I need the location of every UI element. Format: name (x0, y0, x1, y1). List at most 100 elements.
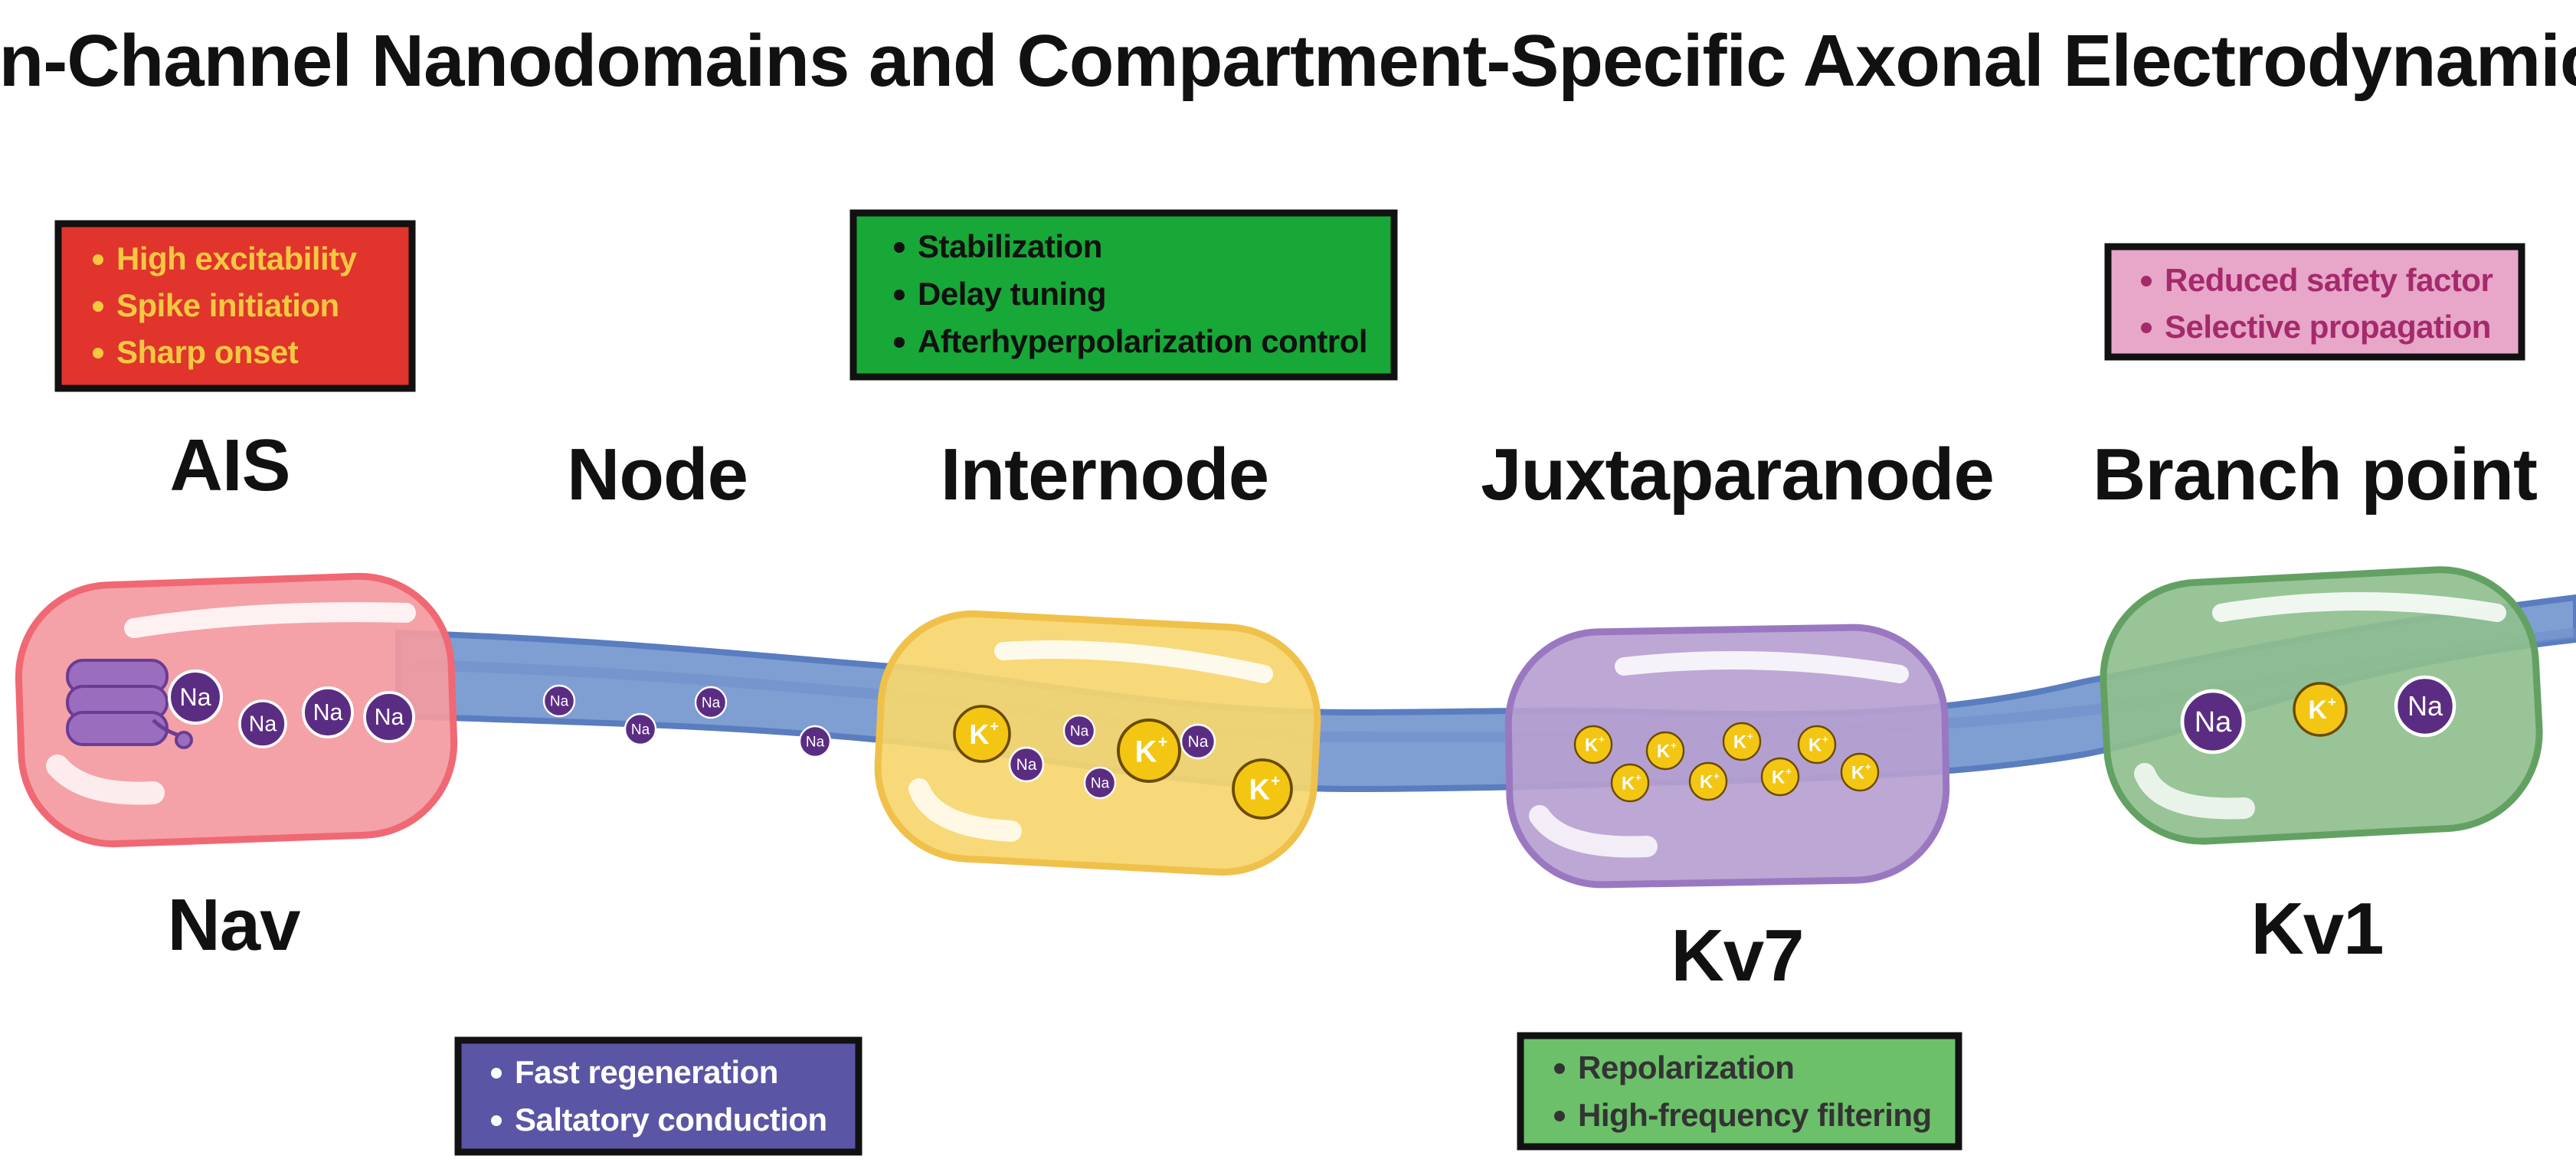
sodium-ion: Na (1008, 746, 1045, 783)
potassium-ion-label: K (1135, 735, 1157, 768)
potassium-ion-label: K (1657, 742, 1671, 762)
bullet-dot (93, 348, 103, 358)
sodium-ion-label: Na (1091, 775, 1110, 791)
juxtaparanode-highlight-lower (1529, 805, 1658, 858)
sodium-ion-label: Na (249, 712, 277, 737)
potassium-ion-charge: + (1714, 771, 1720, 782)
sodium-ion-label: Na (1188, 733, 1209, 751)
ais-capsule (15, 572, 458, 848)
channel-label-nav: Nav (167, 884, 300, 966)
callout-internode-item: Afterhyperpolarization control (918, 323, 1367, 359)
potassium-ion-label: K (1622, 774, 1635, 794)
bullet-dot (93, 301, 103, 312)
potassium-ion-label: K (969, 719, 989, 750)
callout-ais-item: High excitability (116, 241, 358, 277)
potassium-ion-label: K (1249, 774, 1270, 807)
potassium-ion-label: K (1585, 735, 1599, 756)
callout-node-item: Saltatory conduction (515, 1102, 827, 1138)
potassium-ion-label: K (1851, 763, 1865, 784)
ais-highlight-lower (46, 755, 165, 805)
bullet-dot (491, 1115, 502, 1126)
sodium-ion-label: Na (631, 722, 650, 738)
region-label-branch-point: Branch point (2093, 434, 2537, 516)
bullet-dot (2141, 276, 2152, 286)
potassium-ion-charge: + (1635, 772, 1642, 784)
internode-highlight (994, 640, 1273, 683)
sodium-ion-label: Na (2407, 690, 2443, 722)
internode-compartment (874, 610, 1321, 876)
potassium-ion: K+ (1645, 731, 1685, 771)
potassium-ion-label: K (1808, 735, 1822, 756)
channel-label-kv1: Kv1 (2250, 888, 2383, 970)
callout-branch-point-bg (2104, 243, 2525, 361)
sodium-ion: Na (1062, 714, 1096, 748)
potassium-ion-charge: + (990, 718, 999, 735)
sodium-ion-label: Na (1016, 756, 1037, 774)
branch-point-highlight-lower (2134, 763, 2255, 820)
callout-juxtaparanode-bg (1517, 1032, 1962, 1151)
potassium-ion-label: K (1700, 772, 1714, 793)
bullet-dot (1554, 1111, 1565, 1121)
potassium-ion-charge: + (2328, 694, 2336, 710)
sodium-ion: Na (167, 669, 224, 725)
diagram-title: Ion-Channel Nanodomains and Compartment-… (0, 20, 2576, 102)
juxtaparanode-compartment (1504, 624, 1950, 889)
bullet-dot (491, 1068, 502, 1079)
potassium-ion-charge: + (1822, 734, 1828, 745)
sodium-ion: Na (624, 712, 657, 746)
nav-channel-icon (66, 659, 193, 749)
bullet-dot (2141, 322, 2152, 333)
potassium-ion-charge: + (1158, 732, 1168, 751)
callout-juxtaparanode-item: High-frequency filtering (1578, 1097, 1932, 1133)
sodium-ion: Na (1180, 723, 1216, 760)
callout-internode-item: Delay tuning (918, 276, 1106, 312)
sodium-ion: Na (2180, 689, 2246, 755)
sodium-ion: Na (2394, 675, 2457, 738)
potassium-ion-label: K (1772, 768, 1786, 788)
potassium-ion: K+ (1573, 725, 1613, 764)
sodium-ion: Na (1083, 766, 1117, 800)
juxtaparanode-highlight (1615, 651, 1909, 683)
sodium-ion-label: Na (375, 704, 404, 730)
sodium-ion-label: Na (2195, 706, 2232, 738)
branch-point-highlight (2212, 592, 2506, 622)
callout-ais-item: Sharp onset (116, 334, 299, 370)
potassium-ion: K+ (1760, 757, 1800, 797)
region-label-ais: AIS (169, 424, 290, 506)
potassium-ion-charge: + (1747, 731, 1753, 742)
sodium-ion-label: Na (702, 695, 721, 711)
potassium-ion-charge: + (1271, 772, 1280, 790)
bullet-dot (894, 242, 905, 253)
bullet-dot (894, 290, 905, 300)
potassium-ion: K+ (2293, 682, 2348, 737)
callout-branch-point-item: Selective propagation (2165, 309, 2491, 345)
region-label-internode: Internode (941, 434, 1268, 516)
sodium-ion: Na (238, 699, 287, 748)
potassium-ion: K+ (1722, 722, 1762, 761)
bullet-dot (894, 337, 905, 348)
sodium-ion: Na (694, 686, 728, 719)
callout-juxtaparanode-item: Repolarization (1578, 1049, 1794, 1085)
bullet-dot (93, 254, 103, 265)
callout-ais-bg (54, 220, 416, 392)
callout-ais-item: Spike initiation (116, 287, 339, 323)
region-label-node: Node (567, 434, 748, 516)
sodium-ion-label: Na (806, 734, 825, 750)
sodium-ion: Na (302, 686, 354, 738)
potassium-ion: K+ (953, 705, 1011, 763)
sodium-ion: Na (542, 684, 576, 718)
potassium-ion: K+ (1232, 758, 1293, 820)
potassium-ion-label: K (2308, 696, 2327, 725)
potassium-ion-charge: + (1599, 734, 1605, 745)
bullet-dot (1554, 1063, 1565, 1074)
sodium-ion: Na (798, 725, 832, 758)
sodium-ion: Na (363, 691, 415, 743)
callout-node-item: Fast regeneration (515, 1054, 778, 1090)
sodium-ion-label: Na (313, 699, 343, 725)
